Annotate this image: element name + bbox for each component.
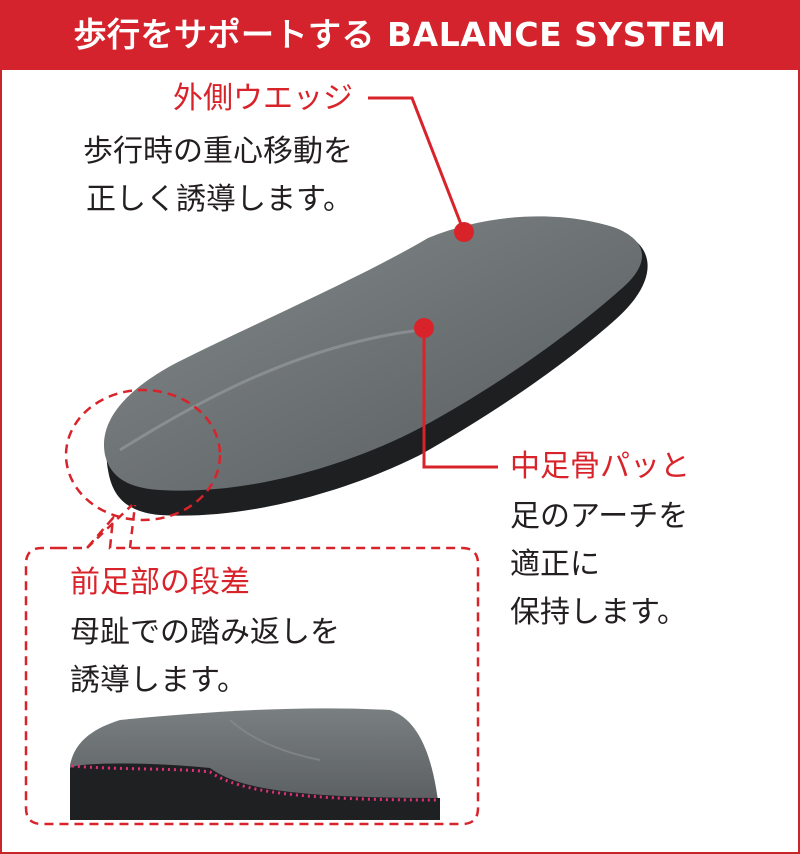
callout-pointer-left — [86, 504, 133, 549]
outer-edge-line-1: 歩行時の重心移動を — [83, 134, 353, 169]
forefoot-title: 前足部の段差 — [70, 565, 250, 600]
callout-pointer-right — [128, 504, 137, 549]
midfoot-line-3: 保持します。 — [510, 595, 687, 630]
outer-edge-line-2: 正しく誘導します。 — [86, 182, 353, 217]
forefoot-callout-bubble — [24, 514, 480, 826]
insole-ridge — [119, 328, 421, 452]
page-title: 歩行をサポートする BALANCE SYSTEM — [0, 0, 800, 70]
forefoot-line-2: 誘導します。 — [70, 663, 247, 698]
midfoot-line-2: 適正に — [510, 547, 600, 582]
forefoot-line-1: 母趾での踏み返しを — [70, 615, 340, 650]
leader-midfoot — [422, 328, 498, 469]
forefoot-zoom-detail — [70, 708, 440, 820]
forefoot-highlight — [64, 388, 222, 522]
insole-top — [103, 216, 643, 491]
outer-edge-title: 外側ウエッジ — [173, 81, 353, 116]
midfoot-title: 中足骨パッと — [510, 449, 690, 484]
leader-outer-edge — [368, 96, 466, 233]
midfoot-line-1: 足のアーチを — [510, 499, 689, 534]
